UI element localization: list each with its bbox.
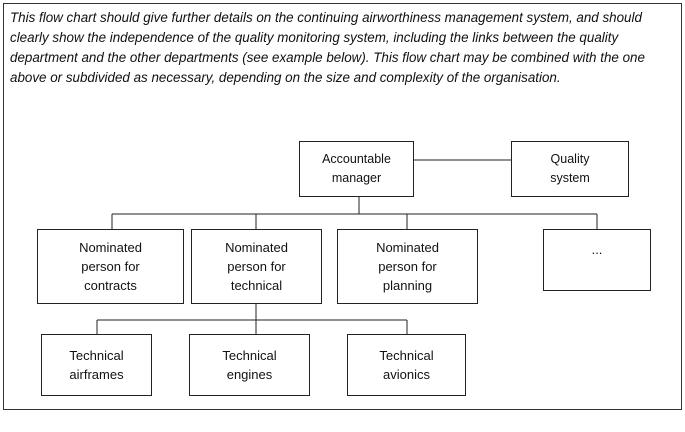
nominated-technical-box: Nominated person for technical [191, 229, 322, 304]
additional-nominee-box: ... [543, 229, 651, 291]
quality-system-box: Quality system [511, 141, 629, 197]
technical-airframes-box: Technical airframes [41, 334, 152, 396]
additional-nominee-label: ... [591, 242, 603, 257]
quality-system-label: Quality system [550, 152, 590, 185]
nominated-contracts-label: Nominated person for contracts [79, 240, 142, 293]
technical-engines-label: Technical engines [222, 348, 277, 382]
accountable-manager-label: Accountable manager [322, 152, 391, 185]
technical-airframes-label: Technical airframes [69, 348, 124, 382]
nominated-technical-label: Nominated person for technical [225, 240, 288, 293]
intro-paragraph: This flow chart should give further deta… [10, 10, 645, 85]
nominated-planning-box: Nominated person for planning [337, 229, 478, 304]
accountable-manager-box: Accountable manager [299, 141, 414, 197]
technical-avionics-label: Technical avionics [379, 348, 434, 382]
technical-engines-box: Technical engines [189, 334, 310, 396]
technical-avionics-box: Technical avionics [347, 334, 466, 396]
nominated-planning-label: Nominated person for planning [376, 240, 439, 293]
nominated-contracts-box: Nominated person for contracts [37, 229, 184, 304]
